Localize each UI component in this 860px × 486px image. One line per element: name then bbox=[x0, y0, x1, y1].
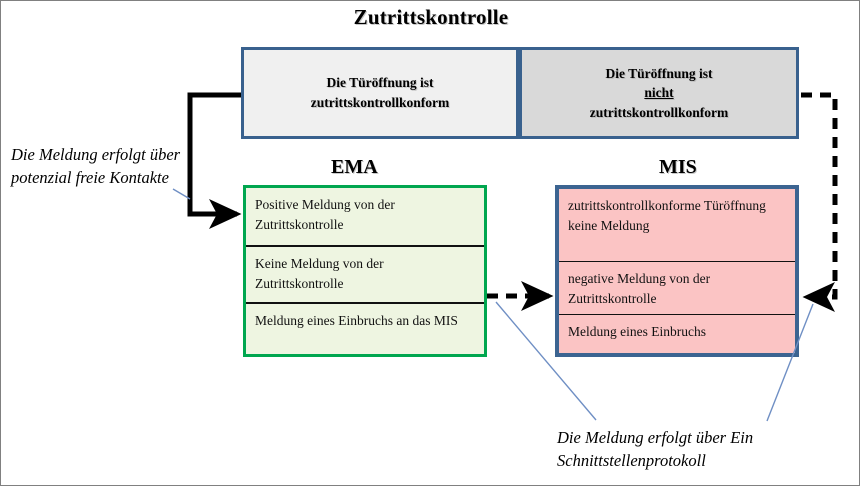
leader-line-left-annotation bbox=[172, 188, 191, 200]
section-label-ema: EMA bbox=[331, 156, 378, 178]
top-right-line1: Die Türöffnung ist bbox=[605, 65, 713, 81]
mis-row-3: Meldung eines Einbruchs bbox=[559, 314, 795, 353]
top-left-line2: zutrittskontrollkonform bbox=[310, 95, 450, 110]
mis-row-2: negative Meldung von der Zutrittskontrol… bbox=[559, 261, 795, 314]
box-nicht-zutrittskontrollkonform: Die Türöffnung ist nicht zutrittskontrol… bbox=[519, 47, 799, 139]
ema-row-1: Positive Meldung von der Zutrittskontrol… bbox=[255, 197, 395, 233]
page-title: Zutrittskontrolle bbox=[353, 5, 509, 29]
annotation-bottom: Die Meldung erfolgt über Ein Schnittstel… bbox=[557, 428, 754, 471]
top-right-line3: zutrittskontrollkonform bbox=[589, 104, 729, 120]
connector-konform-to-ema bbox=[187, 92, 242, 229]
top-left-line1: Die Türöffnung ist bbox=[326, 75, 434, 91]
ema-message-table: Positive Meldung von der Zutrittskontrol… bbox=[243, 185, 487, 357]
ema-row-2: Keine Meldung von der Zutrittskontrolle bbox=[246, 245, 484, 302]
connector-nicht-konform-to-mis bbox=[801, 92, 838, 312]
top-right-line2-nicht: nicht bbox=[644, 85, 674, 101]
section-label-mis: MIS bbox=[659, 156, 697, 178]
mis-row-1: zutrittskontrollkonforme Türöffnung kein… bbox=[568, 198, 766, 234]
box-zutrittskontrollkonform: Die Türöffnung ist zutrittskontrollkonfo… bbox=[241, 47, 519, 139]
ema-row-3: Meldung eines Einbruchs an das MIS bbox=[246, 302, 484, 354]
mis-message-table: zutrittskontrollkonforme Türöffnung kein… bbox=[555, 185, 799, 357]
annotation-left: Die Meldung erfolgt über potenzial freie… bbox=[11, 145, 181, 188]
